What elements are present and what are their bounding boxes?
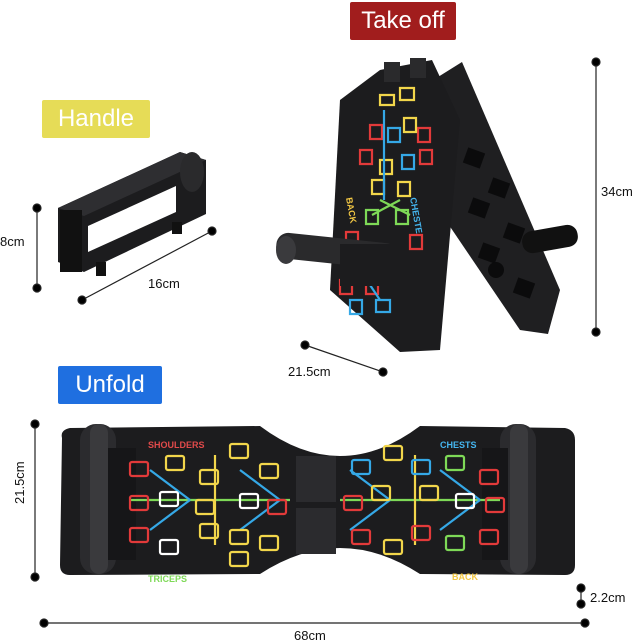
handle-illustration [58, 152, 206, 276]
folded-height-label: 34cm [601, 184, 633, 199]
back-text: BACK [452, 572, 478, 582]
take-off-label: Take off [350, 2, 456, 40]
handle-label: Handle [42, 100, 150, 138]
triceps-text: TRICEPS [148, 574, 187, 584]
unfold-length-label: 68cm [294, 628, 326, 643]
chests-text: CHESTS [440, 440, 477, 450]
folded-board-illustration: BACK CHESTE [276, 58, 578, 352]
folded-back-text: BACK [344, 197, 358, 225]
folded-width-label: 21.5cm [288, 364, 331, 379]
dimension-lines [30, 57, 601, 628]
shoulders-text: SHOULDERS [148, 440, 205, 450]
unfolded-board-illustration: SHOULDERS CHESTS TRICEPS BACK [60, 424, 575, 584]
handle-height-label: 8cm [0, 234, 25, 249]
unfold-label: Unfold [58, 366, 162, 404]
unfold-height-label: 21.5cm [12, 461, 27, 504]
handle-length-label: 16cm [148, 276, 180, 291]
unfold-thickness-label: 2.2cm [590, 590, 626, 605]
